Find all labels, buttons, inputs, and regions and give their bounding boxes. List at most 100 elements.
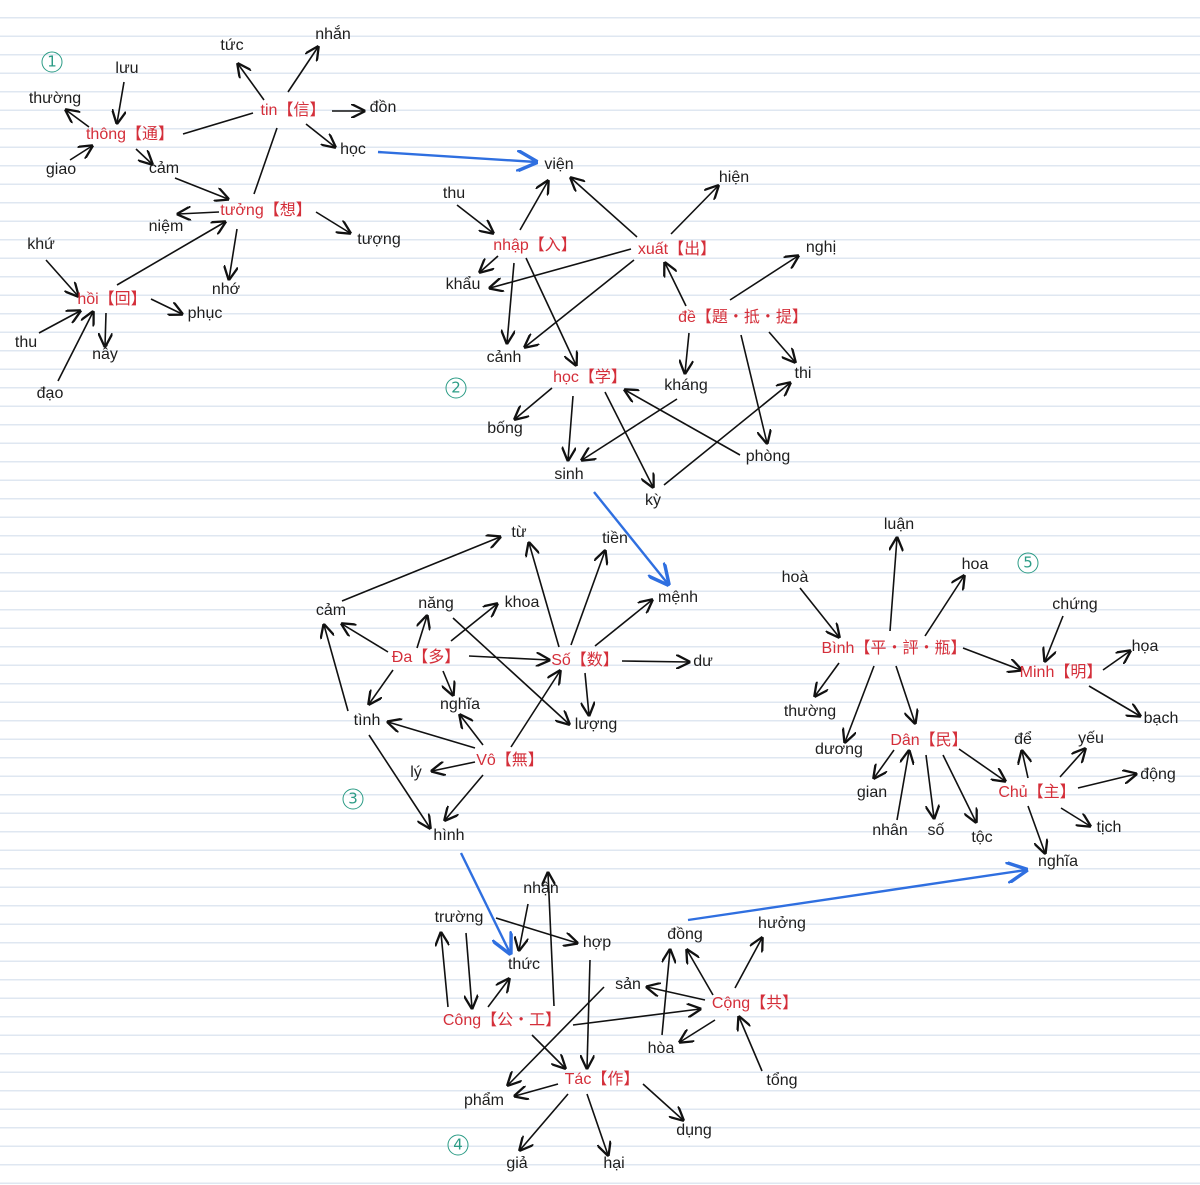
arrow [687, 950, 714, 996]
word-node: dư [693, 653, 713, 670]
arrow [582, 398, 678, 460]
arrow [604, 391, 653, 487]
arrow [460, 715, 484, 746]
word-node: tình [353, 712, 381, 729]
word-node: trường [434, 909, 484, 926]
word-node: phòng [745, 448, 791, 465]
word-node: niệm [148, 218, 184, 235]
head-word-node: nhập【入】 [493, 237, 577, 254]
word-node: giả [506, 1155, 528, 1172]
word-node: giao [45, 161, 77, 178]
word-node: chứng [1052, 596, 1098, 613]
connector-line [182, 112, 254, 135]
arrow [305, 123, 335, 147]
arrow [287, 47, 318, 93]
word-node: nghị [805, 239, 837, 256]
arrow [66, 110, 90, 128]
arrow [443, 670, 453, 695]
cluster-link-arrow [377, 152, 536, 162]
cluster-number-badge: 4 [447, 1134, 469, 1156]
arrow [572, 1009, 700, 1026]
arrow [962, 647, 1021, 670]
word-node: sinh [554, 466, 584, 483]
word-node: lượng [574, 716, 618, 733]
arrow [621, 661, 689, 662]
word-node: hoa [961, 556, 989, 573]
arrow [568, 395, 573, 460]
arrow [519, 181, 548, 231]
arrow [341, 537, 500, 602]
arrow [845, 665, 875, 742]
arrow [799, 587, 839, 637]
cluster-number-badge: 1 [41, 51, 63, 73]
word-node: khẩu [445, 276, 481, 293]
word-node: hoà [781, 569, 809, 586]
word-node: động [1140, 766, 1176, 783]
word-node: thức [507, 956, 541, 973]
arrow [116, 222, 225, 286]
word-node: mệnh [657, 589, 699, 606]
word-node: nhắn [315, 26, 351, 43]
arrow [570, 551, 605, 646]
arrow [315, 211, 350, 233]
word-node: tức [220, 37, 244, 54]
word-node: tượng [357, 231, 401, 248]
word-node: hòa [647, 1040, 675, 1057]
arrow [324, 625, 349, 712]
arrow [531, 1034, 565, 1068]
head-word-node: hồi【回】 [77, 291, 147, 308]
arrow [925, 754, 934, 818]
arrow [942, 754, 976, 822]
word-node: họa [1131, 638, 1159, 655]
head-word-node: học【学】 [553, 369, 627, 386]
arrow [238, 64, 265, 101]
arrow [1102, 651, 1130, 671]
arrow [740, 334, 767, 443]
arrow [768, 331, 795, 362]
head-word-node: tưởng【想】 [220, 202, 312, 219]
word-node: thu [14, 334, 38, 351]
word-node: hợp [582, 934, 612, 951]
head-word-node: tin【信】 [260, 102, 326, 119]
arrow [495, 917, 577, 943]
word-node: nghĩa [439, 696, 481, 713]
arrow [450, 604, 497, 642]
connector-line [253, 127, 278, 195]
head-word-node: Số【数】 [551, 652, 619, 669]
arrow [586, 1093, 608, 1155]
arrow [342, 624, 389, 653]
head-word-node: Bình【平・評・瓶】 [821, 640, 967, 657]
head-word-node: Tác【作】 [564, 1071, 640, 1088]
arrow [896, 751, 909, 821]
word-node: từ [511, 524, 527, 541]
arrow [661, 950, 670, 1036]
arrow [625, 390, 741, 456]
arrow [874, 749, 895, 778]
head-word-node: Minh【明】 [1019, 664, 1103, 681]
arrow [594, 600, 652, 647]
word-node: đạo [36, 385, 64, 402]
word-node: thường [783, 703, 837, 720]
word-node: phục [187, 305, 223, 322]
word-node: thi [794, 365, 812, 382]
word-node: tiền [602, 530, 628, 547]
arrow [69, 146, 92, 161]
word-node: tịch [1096, 819, 1122, 836]
head-word-node: Đa【多】 [391, 649, 461, 666]
head-word-node: Công【公・工】 [442, 1012, 562, 1029]
arrow [529, 543, 560, 648]
arrow [739, 1017, 763, 1072]
arrow [510, 671, 560, 748]
head-word-node: Dân【民】 [890, 732, 968, 749]
arrow [150, 298, 182, 314]
word-node: đồng [667, 926, 703, 943]
arrow [456, 204, 493, 233]
word-node: luận [883, 516, 915, 533]
arrow [441, 933, 448, 1008]
word-node: nhận [523, 880, 559, 897]
arrow [1027, 805, 1045, 853]
word-node: phẩm [463, 1092, 505, 1109]
word-node: dụng [676, 1122, 712, 1139]
arrow [1022, 751, 1028, 779]
